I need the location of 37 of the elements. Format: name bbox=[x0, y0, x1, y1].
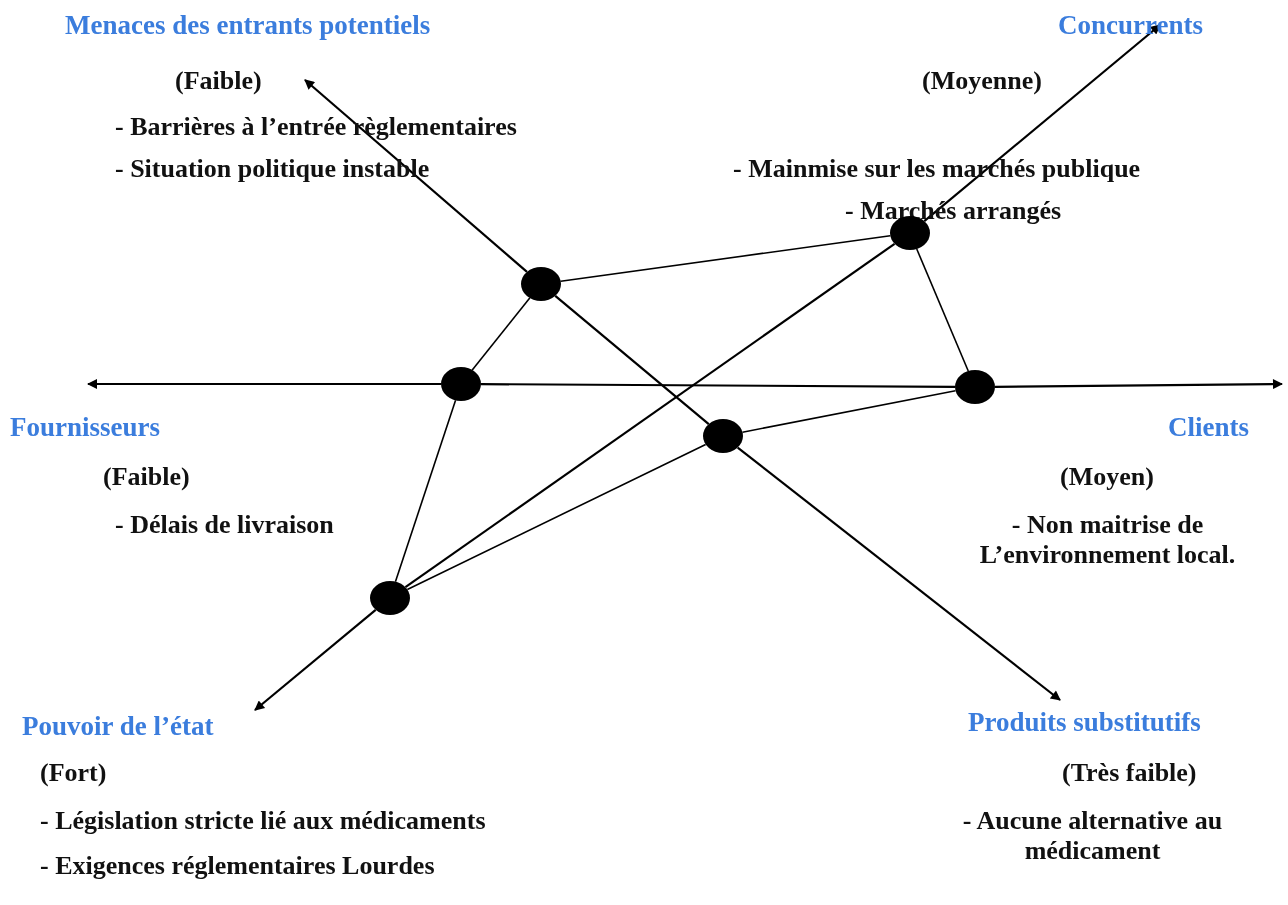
data-point-dot bbox=[521, 267, 561, 301]
arrow bbox=[87, 379, 441, 389]
arrow bbox=[254, 609, 377, 711]
bullet-item: - Délais de livraison bbox=[115, 510, 334, 540]
bullet-item: - Exigences réglementaires Lourdes bbox=[40, 851, 435, 881]
connector-line bbox=[741, 390, 957, 433]
force-title: Pouvoir de l’état bbox=[22, 711, 214, 743]
axis-line bbox=[481, 383, 955, 388]
connector-line bbox=[394, 399, 457, 583]
data-point-dot bbox=[370, 581, 410, 615]
bullet-item: - Non maitrise de L’environnement local. bbox=[978, 510, 1237, 570]
data-point-dot bbox=[955, 370, 995, 404]
force-title: Concurrents bbox=[1058, 10, 1203, 42]
arrow bbox=[304, 79, 528, 273]
rating-text: (Moyen) bbox=[1060, 462, 1154, 492]
force-title: Fournisseurs bbox=[10, 412, 161, 444]
arrow bbox=[923, 24, 1161, 222]
axis-line bbox=[404, 242, 896, 589]
connector-line bbox=[559, 234, 892, 283]
arrow bbox=[737, 446, 1061, 701]
data-point-dot bbox=[441, 367, 481, 401]
bullet-item: - Aucune alternative au médicament bbox=[961, 806, 1224, 866]
connector-line bbox=[406, 443, 707, 591]
rating-text: (Moyenne) bbox=[922, 66, 1042, 96]
rating-text: (Très faible) bbox=[1062, 758, 1197, 788]
bullet-item: - Législation stricte lié aux médicaments bbox=[40, 806, 486, 836]
connector-line bbox=[915, 248, 970, 372]
force-title: Menaces des entrants potentiels bbox=[65, 10, 431, 42]
force-title: Clients bbox=[1168, 412, 1249, 444]
arrow bbox=[995, 379, 1283, 390]
rating-text: (Faible) bbox=[175, 66, 262, 96]
connector-line bbox=[471, 297, 531, 371]
axis-line bbox=[554, 295, 710, 425]
rating-text: (Faible) bbox=[103, 462, 190, 492]
rating-text: (Fort) bbox=[40, 758, 107, 788]
force-title: Produits substitutifs bbox=[968, 707, 1201, 739]
data-point-dot bbox=[703, 419, 743, 453]
